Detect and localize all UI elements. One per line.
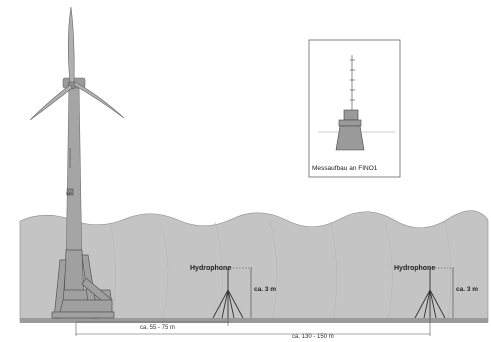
- tower-sensor-box: [66, 188, 74, 196]
- inset-frame: [308, 39, 401, 178]
- hydrophone-tripod-2: [414, 268, 446, 319]
- height-label-1: ca. 3 m: [254, 286, 277, 293]
- rotor-blades: [29, 6, 125, 121]
- distance-label-near: ca. 55 - 75 m: [140, 325, 176, 331]
- hydrophone-tripod-1: [212, 268, 244, 319]
- distance-dimension-lines: [75, 318, 431, 336]
- hydrophone-label-2: Hydrophone: [394, 265, 436, 272]
- sea-water: [19, 210, 489, 323]
- hydrophone-label-1: Hydrophone: [190, 265, 232, 272]
- height-dimension-lines: [230, 267, 454, 318]
- seabed: [20, 318, 488, 323]
- wave-pattern: [109, 221, 452, 321]
- tripod-foundation: [51, 249, 115, 319]
- inset-platform-sketch: [318, 55, 395, 151]
- tower-tag: S/P: [66, 192, 72, 196]
- turbine-tower: [65, 84, 83, 271]
- inset-caption: Messaufbau an FINO1: [312, 165, 378, 172]
- distance-label-far: ca. 130 - 150 m: [292, 334, 334, 340]
- height-label-2: ca. 3 m: [456, 286, 479, 293]
